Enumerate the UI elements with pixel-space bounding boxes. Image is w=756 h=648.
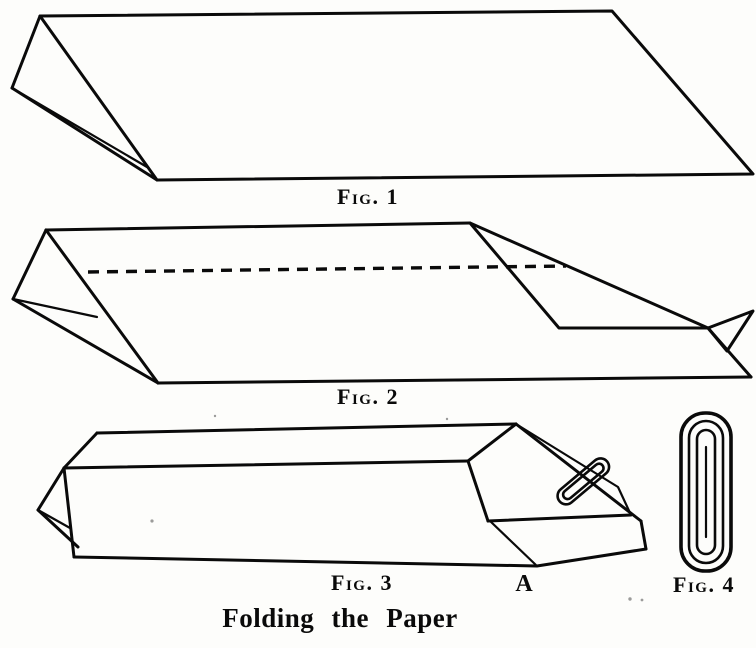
fig3-paperclip-icon: [556, 457, 611, 506]
fig3-right-slant-edge: [514, 422, 643, 523]
fig3-fold-crease: [514, 422, 633, 517]
scan-speckle: [628, 597, 632, 601]
fig1-left-flap-inner-crease: [10, 86, 149, 169]
fig2-top-edge: [44, 221, 472, 232]
fig3-fold-bottom-edge: [486, 513, 633, 523]
fig3-label: Fig. 3: [331, 570, 393, 595]
fig1-label: Fig. 1: [337, 184, 399, 209]
fig2-label: Fig. 2: [337, 384, 399, 409]
fig2-left-flap-top-edge: [11, 228, 48, 301]
fig2-bottom-edge: [156, 375, 753, 385]
fig3-bottom-edge: [72, 547, 648, 568]
fig3-corner-crease: [466, 422, 518, 463]
fig3-fold-to-bottom-edge: [488, 519, 539, 568]
fig1-left-flap-top-edge: [10, 14, 42, 90]
fig3-back-top-edge: [95, 422, 518, 435]
fig3-left-slant-edge: [62, 431, 99, 470]
fig3-front-top-edge: [62, 459, 470, 470]
fig3-left-flap-top-edge: [36, 466, 66, 512]
fig2-left-flap-bottom-edge: [11, 297, 160, 385]
fig1-sheet-outline: [38, 9, 755, 182]
fig3-corner-label: A: [515, 571, 533, 597]
fig2-folded-corner-flap: [468, 221, 710, 330]
diagram-caption: Folding the Paper: [222, 603, 458, 633]
scan-speckle: [213, 414, 217, 418]
fig4-group: Fig. 4: [673, 411, 735, 597]
fig3-left-flap-inner-crease: [36, 508, 72, 530]
scan-speckle: [640, 598, 644, 602]
fig3-paperclip-inner-loop: [561, 462, 605, 501]
fig2-left-flap-inner-crease: [11, 297, 99, 319]
scan-speckle: [445, 417, 449, 421]
fig2-corner-tip: [706, 309, 755, 353]
fig3-paperclip-outer-loop: [556, 457, 611, 506]
scan-speckles: [150, 414, 644, 602]
fig1-group: Fig. 1: [10, 9, 755, 209]
scan-speckle: [150, 519, 154, 523]
fig2-fold-dashed-line: [87, 264, 567, 274]
fig4-paperclip-middle-loop: [687, 419, 725, 565]
fig2-left-edge: [44, 228, 160, 385]
fig4-label: Fig. 4: [673, 572, 735, 597]
fig3-left-flap-bottom-edge: [36, 508, 80, 549]
fig2-group: Fig. 2: [11, 221, 755, 409]
fig4-paperclip-inner-loop: [695, 428, 717, 556]
fig4-paperclip-outer-loop: [679, 411, 733, 573]
fig3-group: Fig. 3 A: [36, 422, 648, 597]
fig3-right-front-edge: [639, 519, 648, 551]
fig3-fold-left-edge: [466, 459, 490, 523]
